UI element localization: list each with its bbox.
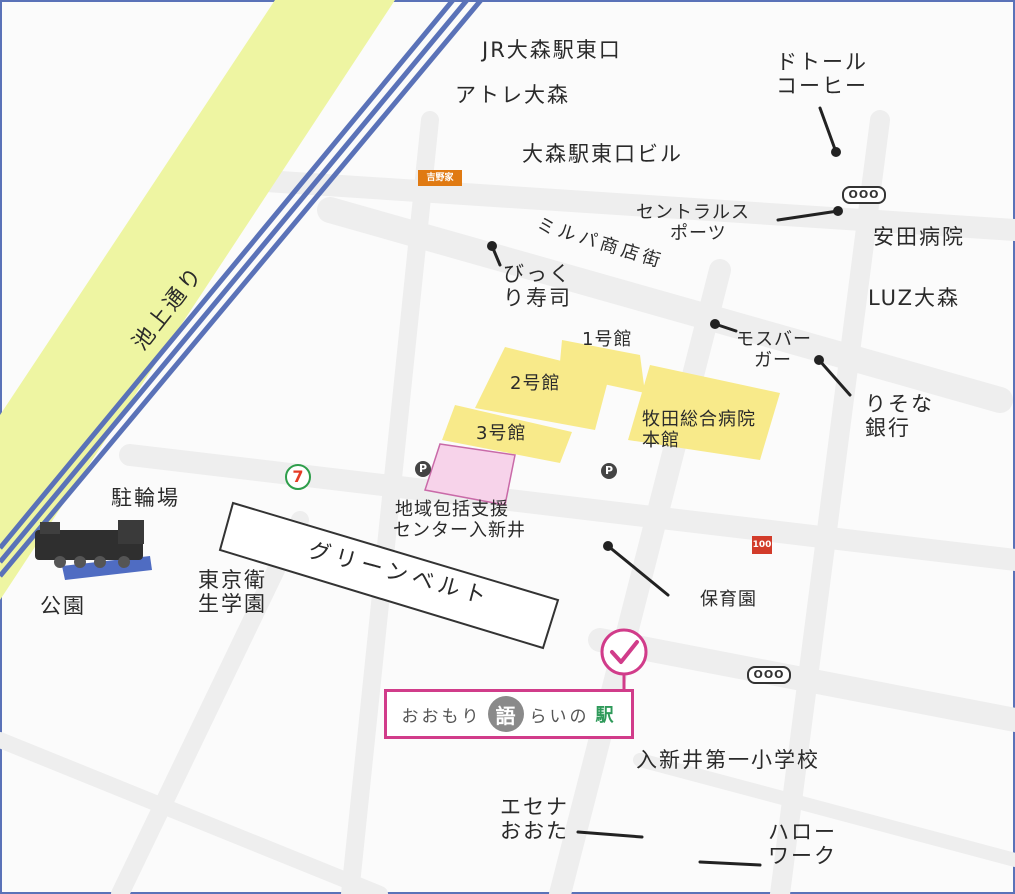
bus-stop-icon: OOO [747, 666, 791, 684]
parking-icon: P [415, 461, 431, 477]
ikegami-road [0, 0, 395, 600]
rail-lines [0, 0, 483, 578]
community-support-center-label: 地域包括支援 センター入新井 [393, 499, 526, 541]
convenience-store-icon: 7 [285, 464, 311, 490]
locomotive-icon [35, 520, 152, 580]
venue-label: おおもり 語 らいの 駅 [384, 689, 634, 739]
restaurant-logo-icon: 吉野家 [418, 170, 462, 186]
park-label: 公園 [40, 594, 86, 618]
bikkuri-sushi-label: びっく り寿司 [503, 262, 572, 311]
checkmark-pin-icon [600, 628, 648, 690]
luz-omori-label: LUZ大森 [868, 286, 961, 310]
store-100-icon: 100 [752, 536, 772, 554]
parking-icon: P [601, 463, 617, 479]
venue-station-mark: 駅 [595, 705, 617, 726]
tokyo-eisei-gakuen-label: 東京衛 生学園 [198, 568, 267, 617]
leader-lines [490, 106, 852, 867]
jr-omori-east-exit-label: JR大森駅東口 [482, 38, 622, 62]
central-sports-label: セントラルス ポーツ [636, 202, 750, 244]
background-streets [0, 110, 1015, 894]
bike-parking-label: 駐輪場 [111, 486, 180, 510]
east-exit-building-label: 大森駅東口ビル [522, 142, 683, 166]
atre-omori-label: アトレ大森 [455, 83, 570, 107]
venue-kanji-mark: 語 [487, 696, 524, 732]
community-center-lot [424, 443, 516, 506]
green-belt-shape [218, 501, 560, 650]
building-3-label: 3号館 [476, 423, 527, 444]
doutor-coffee-label: ドトール コーヒー [776, 50, 868, 99]
esena-ota-label: エセナ おおた [500, 795, 569, 844]
nursery-label: 保育園 [700, 589, 757, 610]
makita-hospital-label: 牧田総合病院 本館 [642, 409, 756, 451]
bus-stop-icon: OOO [842, 186, 886, 204]
building-1-label: 1号館 [582, 329, 633, 350]
building-shapes [442, 340, 780, 463]
resona-bank-label: りそな 銀行 [865, 392, 934, 441]
mos-burger-label: モスバー ガー [736, 329, 812, 371]
hello-work-label: ハロー ワーク [768, 820, 837, 869]
iriarai-elementary-school-label: 入新井第一小学校 [636, 748, 820, 772]
venue-name-suffix: らいの [529, 706, 590, 727]
leader-dots [487, 147, 843, 551]
building-2-label: 2号館 [510, 373, 561, 394]
yasuda-hospital-label: 安田病院 [873, 225, 965, 249]
venue-name-prefix: おおもり [401, 706, 482, 727]
